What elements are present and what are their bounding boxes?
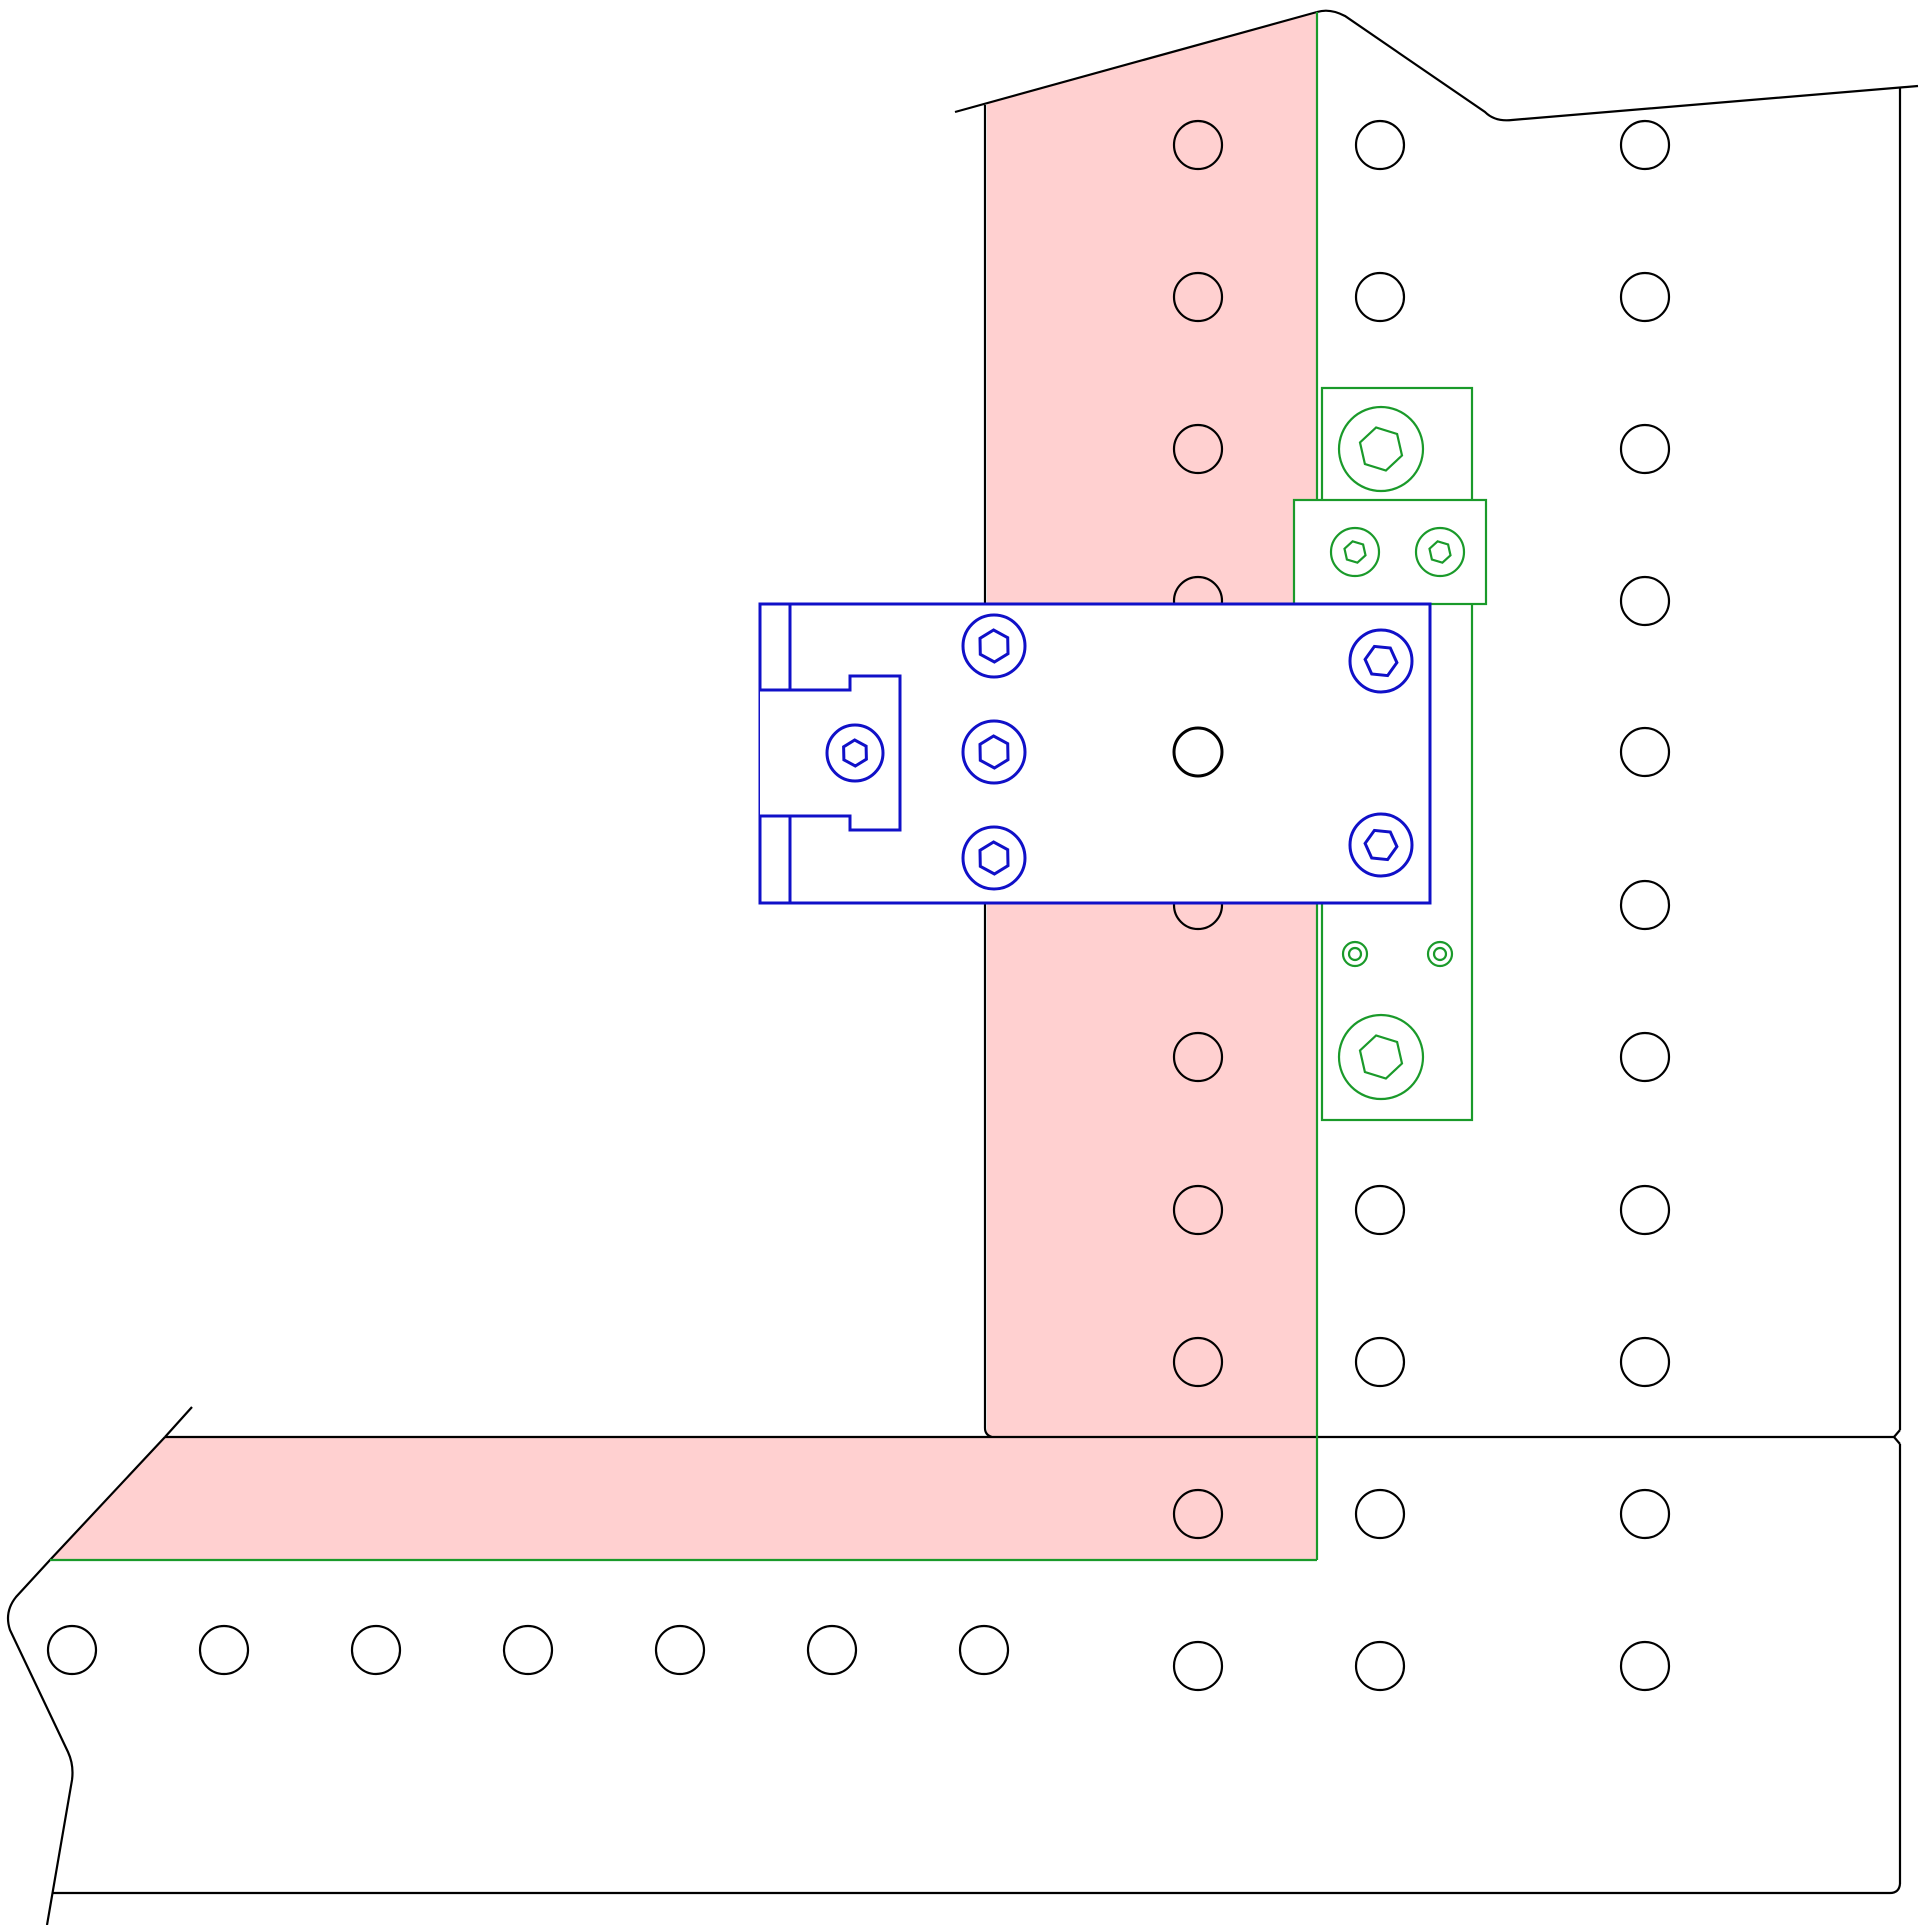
circle-hole-icon — [1172, 119, 1224, 171]
upright-top-edge-right — [1316, 9, 1919, 122]
base-top-left-stub — [164, 1406, 193, 1438]
blue-screw-bottom — [961, 825, 1027, 891]
circle-hole-icon — [1354, 1488, 1406, 1540]
circle-hole-icon — [1172, 1640, 1224, 1692]
screw-head — [961, 825, 1027, 891]
green-small-screw-left — [1329, 526, 1381, 578]
circle-hole-icon — [1354, 271, 1406, 323]
plate-outlines — [6, 9, 1919, 1925]
green-small-screw-right — [1414, 526, 1466, 578]
hex-socket-icon — [978, 840, 1010, 876]
circle-hole-icon — [1172, 1031, 1224, 1083]
screw-head — [1337, 1013, 1425, 1101]
screw-head — [825, 723, 885, 783]
circle-hole-icon — [1619, 1031, 1671, 1083]
hex-socket-icon — [842, 738, 868, 768]
blue-clamp-screws — [825, 613, 1414, 891]
right-edge-notch — [1892, 1429, 1901, 1445]
circle-hole-icon — [1619, 879, 1671, 931]
green-dowel-left — [1341, 940, 1369, 968]
base-bottom-corner — [1889, 1883, 1902, 1895]
circle-hole-icon — [1619, 119, 1671, 171]
hex-socket-icon — [1363, 644, 1399, 678]
green-large-screw-top — [1337, 405, 1425, 493]
hex-socket-icon — [1343, 540, 1367, 564]
green-large-screw-bottom — [1337, 1013, 1425, 1101]
hex-socket-icon — [978, 734, 1010, 770]
blue-clamp — [758, 602, 1432, 905]
circle-hole-icon — [1354, 119, 1406, 171]
circle-hole-icon — [1354, 1336, 1406, 1388]
screw-head — [1414, 526, 1466, 578]
circle-hole-icon — [198, 1624, 250, 1676]
circle-hole-icon — [1172, 1336, 1224, 1388]
circle-hole-icon — [958, 1624, 1010, 1676]
circle-hole-icon — [1172, 1488, 1224, 1540]
blue-screw-middle — [961, 719, 1027, 785]
circle-hole-icon — [1172, 271, 1224, 323]
circle-hole-icon — [1619, 1488, 1671, 1540]
circle-hole-icon — [350, 1624, 402, 1676]
circle-hole-icon — [1619, 1336, 1671, 1388]
hex-socket-icon — [1363, 828, 1399, 862]
circle-hole-icon — [1354, 1184, 1406, 1236]
blue-screw-top — [961, 613, 1027, 679]
screw-head — [1348, 812, 1414, 878]
hex-socket-icon — [1358, 426, 1404, 472]
screw-head — [1337, 405, 1425, 493]
blue-screw-right-top — [1348, 628, 1414, 694]
circle-hole-icon — [654, 1624, 706, 1676]
green-bracket-screws — [1329, 405, 1466, 1101]
circle-hole-icon — [1619, 726, 1671, 778]
circle-hole-icon — [1172, 423, 1224, 475]
circle-hole-icon — [1619, 1640, 1671, 1692]
circle-hole-icon — [1354, 1640, 1406, 1692]
green-dowel-right — [1426, 940, 1454, 968]
circle-hole-icon — [1172, 726, 1224, 778]
hex-socket-icon — [978, 628, 1010, 664]
circle-hole-icon — [1619, 1184, 1671, 1236]
circle-hole-icon — [46, 1624, 98, 1676]
base-left-edge — [6, 1436, 166, 1925]
screw-head — [961, 719, 1027, 785]
blue-screw-right-bottom — [1348, 812, 1414, 878]
blue-clamp-through-hole — [1172, 726, 1224, 778]
circle-hole-icon — [806, 1624, 858, 1676]
green-dowel-right-inner — [1432, 946, 1448, 962]
screw-head — [1329, 526, 1381, 578]
circle-hole-icon — [1619, 575, 1671, 627]
hex-socket-icon — [1428, 540, 1452, 564]
hex-socket-icon — [1358, 1034, 1404, 1080]
circle-hole-icon — [1172, 1184, 1224, 1236]
upright-top-edge-left — [954, 10, 1318, 114]
circle-hole-icon — [502, 1624, 554, 1676]
circle-hole-icon — [1619, 271, 1671, 323]
green-dowel-left-inner — [1347, 946, 1363, 962]
base-highlight — [50, 1437, 1317, 1560]
screw-head — [961, 613, 1027, 679]
screw-head — [1348, 628, 1414, 694]
blue-screw-tab — [825, 723, 885, 783]
circle-hole-icon — [1619, 423, 1671, 475]
